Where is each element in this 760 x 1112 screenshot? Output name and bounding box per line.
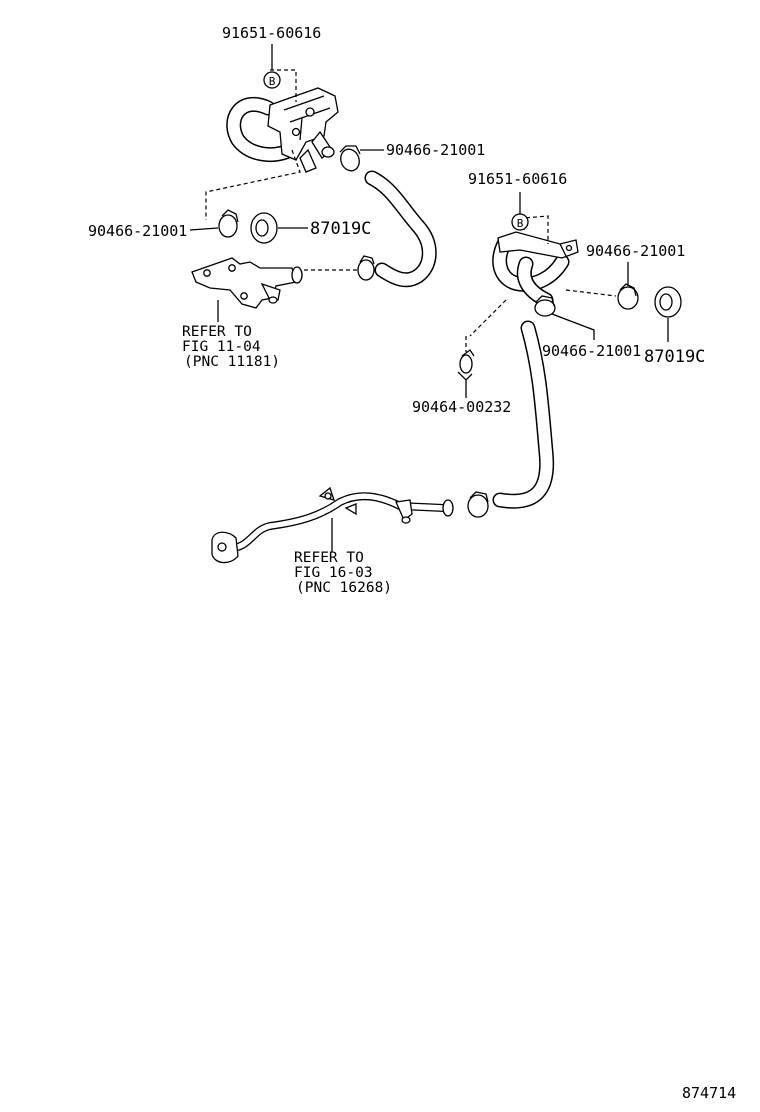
- part-number-90466-21001-c: 90466-21001: [586, 242, 685, 260]
- part-number-90466-21001-d: 90466-21001: [542, 342, 641, 360]
- part-number-90466-21001-b: 90466-21001: [88, 222, 187, 240]
- water-outlet-pipe: [191, 257, 303, 309]
- part-number-90466-21001-a: 90466-21001: [386, 141, 485, 159]
- hose-clamp-right-2: [617, 283, 639, 310]
- hose-clamp-upper: [339, 145, 361, 172]
- badge-b-left: B: [263, 71, 281, 89]
- badge-b-text: B: [517, 217, 524, 230]
- badge-b-right: B: [511, 213, 529, 231]
- refer-note-1-line3: (PNC 11181): [184, 354, 280, 370]
- part-number-87019c-right: 87019C: [644, 347, 705, 367]
- refer-note-1-line2: FIG 11-04: [182, 339, 261, 355]
- hose-bracket: [497, 231, 579, 259]
- hose-clamp-left: [218, 209, 239, 238]
- part-number-87019c-left: 87019C: [310, 219, 371, 239]
- part-number-91651-60616-left: 91651-60616: [222, 24, 321, 42]
- cap-87019c-right: [654, 286, 682, 318]
- hose-clamp-lower: [467, 491, 489, 518]
- refer-note-1-line1: REFER TO: [182, 324, 252, 340]
- water-valve: [267, 87, 339, 173]
- diagram-id: 874714: [682, 1084, 736, 1102]
- hose-clip-90464: [457, 349, 475, 381]
- refer-note-2-line2: FIG 16-03: [294, 565, 373, 581]
- badge-b-text: B: [269, 75, 276, 88]
- hose-clamp-pipe: [357, 255, 375, 281]
- refer-note-2-line3: (PNC 16268): [296, 580, 392, 596]
- refer-note-2-line1: REFER TO: [294, 550, 364, 566]
- part-number-91651-60616-right: 91651-60616: [468, 170, 567, 188]
- water-bypass-pipe: [211, 486, 454, 564]
- cap-87019c-left: [250, 212, 278, 244]
- upper-left-assembly: [189, 44, 437, 322]
- part-number-90464-00232: 90464-00232: [412, 398, 511, 416]
- right-assembly: [457, 192, 682, 518]
- hose-clamp-right-1: [534, 295, 556, 317]
